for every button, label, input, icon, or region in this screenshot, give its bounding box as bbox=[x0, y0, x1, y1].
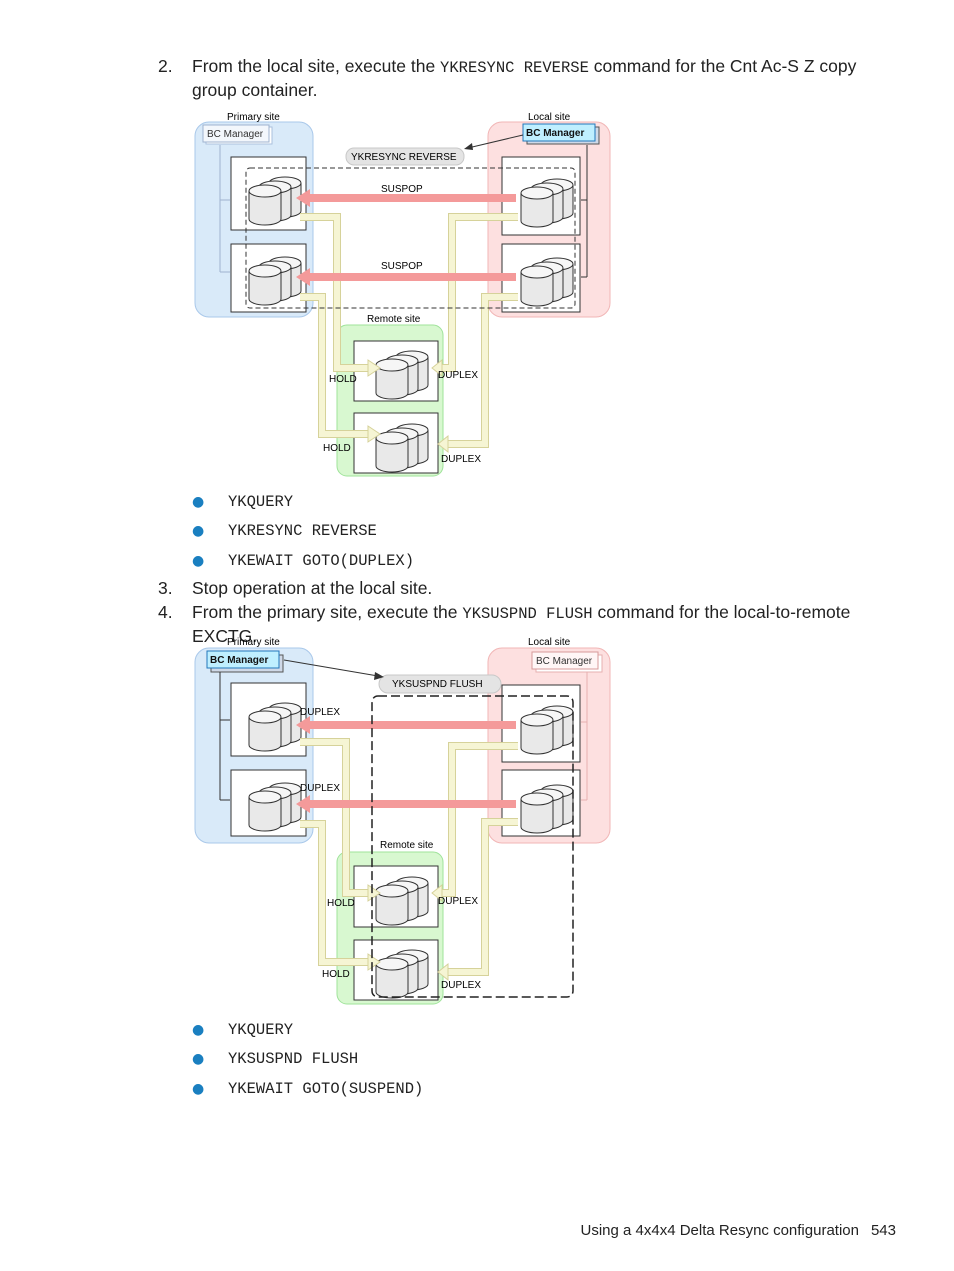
bc-manager-primary-label: BC Manager bbox=[210, 655, 268, 666]
command-text: YKSUSPND FLUSH bbox=[228, 1050, 359, 1068]
primary-site-label: Primary site bbox=[227, 637, 280, 648]
status-label-duplex: DUPLEX bbox=[300, 783, 340, 794]
status-label-hold: HOLD bbox=[327, 898, 355, 909]
command-bubble-label: YKSUSPND FLUSH bbox=[392, 679, 483, 690]
command-bubble-label: YKRESYNC REVERSE bbox=[351, 152, 457, 163]
copy-group-container bbox=[245, 167, 576, 309]
bullet-icon: ● bbox=[192, 1022, 205, 1038]
status-label-duplex: DUPLEX bbox=[438, 896, 478, 907]
command-bubble bbox=[345, 147, 465, 166]
bc-manager-local-label: BC Manager bbox=[526, 128, 584, 139]
step-command: YKRESYNC REVERSE bbox=[440, 59, 589, 77]
step-text-post: command for the Cnt Ac-S Z copy group co… bbox=[192, 56, 857, 100]
step-text: Stop operation at the local site. bbox=[192, 578, 433, 598]
step-number: 3. bbox=[158, 578, 173, 598]
remote-site-label: Remote site bbox=[380, 840, 434, 851]
status-label-duplex: DUPLEX bbox=[441, 454, 481, 465]
step-text-post: command for the local-to-remote EXCTG. bbox=[192, 602, 851, 646]
status-label-suspop: SUSPOP bbox=[381, 261, 423, 272]
local-site-label: Local site bbox=[528, 112, 571, 123]
step-number: 2. bbox=[158, 56, 173, 76]
exctg-container bbox=[371, 695, 574, 998]
remote-site-label: Remote site bbox=[367, 314, 421, 325]
step-text-pre: From the primary site, execute the bbox=[192, 602, 463, 622]
bullet-icon: ● bbox=[192, 494, 205, 510]
bc-manager-local bbox=[522, 123, 596, 142]
command-arrow bbox=[283, 659, 379, 677]
command-text: YKQUERY bbox=[228, 1021, 294, 1039]
command-text: YKEWAIT GOTO(DUPLEX) bbox=[228, 552, 415, 570]
bc-manager-primary-label: BC Manager bbox=[207, 129, 264, 140]
page-footer: Using a 4x4x4 Delta Resync configuration… bbox=[580, 1222, 896, 1239]
step-number: 4. bbox=[158, 602, 173, 622]
status-label-suspop: SUSPOP bbox=[381, 184, 423, 195]
bullet-icon: ● bbox=[192, 1051, 205, 1067]
bc-manager-local-label: BC Manager bbox=[536, 656, 593, 667]
bullet-icon: ● bbox=[192, 1081, 205, 1097]
replication-arrows bbox=[296, 716, 516, 813]
page-number: 543 bbox=[870, 1222, 896, 1239]
local-site-label: Local site bbox=[528, 637, 571, 648]
step-command: YKSUSPND FLUSH bbox=[462, 605, 593, 623]
step-text: From the local site, execute the YKRESYN… bbox=[192, 55, 902, 101]
command-text: YKQUERY bbox=[228, 493, 294, 511]
suspop-arrows bbox=[296, 189, 516, 286]
primary-site-label: Primary site bbox=[227, 112, 280, 123]
status-label-duplex: DUPLEX bbox=[441, 980, 481, 991]
status-label-hold: HOLD bbox=[329, 374, 357, 385]
command-bubble bbox=[378, 674, 502, 694]
bc-manager-local bbox=[531, 651, 599, 670]
step-text: From the primary site, execute the YKSUS… bbox=[192, 601, 902, 647]
bullet-icon: ● bbox=[192, 523, 205, 539]
bc-manager-primary bbox=[206, 650, 280, 669]
step-text-pre: From the local site, execute the bbox=[192, 56, 441, 76]
status-label-hold: HOLD bbox=[323, 443, 351, 454]
command-text: YKEWAIT GOTO(SUSPEND) bbox=[228, 1080, 424, 1098]
command-arrow bbox=[467, 134, 524, 149]
command-text: YKRESYNC REVERSE bbox=[228, 522, 377, 540]
status-label-hold: HOLD bbox=[322, 969, 350, 980]
bullet-icon: ● bbox=[192, 553, 205, 569]
footer-title: Using a 4x4x4 Delta Resync configuration bbox=[580, 1222, 859, 1239]
status-label-duplex: DUPLEX bbox=[438, 370, 478, 381]
status-label-duplex: DUPLEX bbox=[300, 707, 340, 718]
